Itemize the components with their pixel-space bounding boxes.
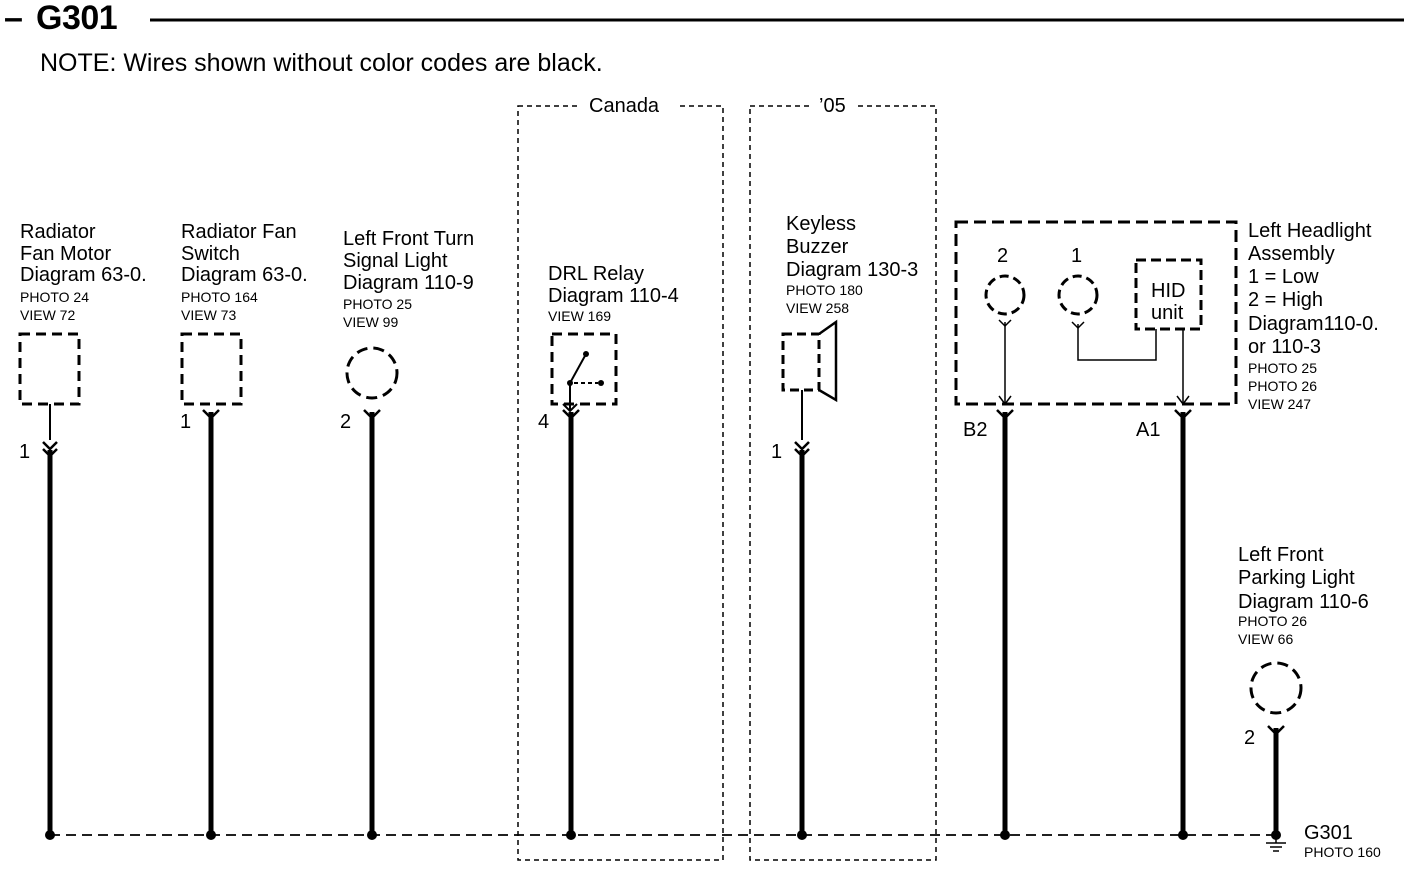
- headlight-photo1[interactable]: PHOTO 25: [1248, 360, 1317, 376]
- radiator-fan-switch-view[interactable]: VIEW 73: [181, 307, 237, 323]
- keyless-buzzer-diagram[interactable]: Diagram 130-3: [786, 259, 919, 281]
- radiator-fan-switch-name1: Radiator Fan: [181, 221, 297, 243]
- ground-name: G301: [1304, 822, 1353, 844]
- title-dash: –: [4, 0, 23, 37]
- page-title: G301: [36, 0, 118, 37]
- turn-signal-photo[interactable]: PHOTO 25: [343, 296, 412, 312]
- hid-unit-label2: unit: [1151, 302, 1184, 324]
- headlight-name2: Assembly: [1248, 243, 1335, 265]
- turn-signal-name2: Signal Light: [343, 250, 448, 272]
- ground-photo[interactable]: PHOTO 160: [1304, 844, 1381, 860]
- ground-symbol: [1266, 835, 1286, 852]
- keyless-buzzer-name2: Buzzer: [786, 236, 849, 258]
- headlight-photo2[interactable]: PHOTO 26: [1248, 378, 1317, 394]
- radiator-fan-motor-name1: Radiator: [20, 221, 96, 243]
- turn-signal-diagram[interactable]: Diagram 110-9: [343, 272, 474, 294]
- headlight-high-bulb: [984, 274, 1026, 316]
- parking-light-view[interactable]: VIEW 66: [1238, 631, 1294, 647]
- radiator-fan-switch-photo[interactable]: PHOTO 164: [181, 289, 258, 305]
- drl-relay-symbol: [550, 332, 618, 406]
- parking-light-diagram[interactable]: Diagram 110-6: [1238, 591, 1369, 613]
- keyless-buzzer-pin: 1: [771, 441, 783, 463]
- parking-light-name1: Left Front: [1238, 544, 1324, 566]
- turn-signal-pin: 2: [340, 411, 352, 433]
- keyless-buzzer-symbol: [781, 332, 821, 392]
- hid-unit-label1: HID: [1151, 280, 1186, 302]
- canada-region-label: Canada: [589, 95, 660, 117]
- turn-signal-view[interactable]: VIEW 99: [343, 314, 399, 330]
- parking-light-photo[interactable]: PHOTO 26: [1238, 613, 1307, 629]
- parking-light-bulb-symbol: [1249, 661, 1303, 715]
- headlight-pin-a1: A1: [1136, 419, 1161, 441]
- radiator-fan-switch-symbol: [180, 332, 243, 406]
- radiator-fan-motor-photo[interactable]: PHOTO 24: [20, 289, 89, 305]
- keyless-buzzer-photo[interactable]: PHOTO 180: [786, 282, 863, 298]
- headlight-assembly-box: [954, 220, 1238, 406]
- headlight-diagram[interactable]: Diagram110-0.: [1248, 313, 1379, 335]
- headlight-low-bulb: [1057, 274, 1099, 316]
- radiator-fan-motor-name2: Fan Motor: [20, 243, 112, 265]
- radiator-fan-switch-diagram[interactable]: Diagram 63-0.: [181, 264, 308, 286]
- hid-unit-box: [1134, 258, 1203, 331]
- headlight-high-bulb-number: 2: [997, 245, 1009, 267]
- radiator-fan-switch-name2: Switch: [181, 243, 240, 265]
- turn-signal-bulb-symbol: [345, 346, 399, 400]
- drl-relay-view[interactable]: VIEW 169: [548, 308, 612, 324]
- parking-light-name2: Parking Light: [1238, 567, 1355, 589]
- headlight-pin-b2: B2: [963, 419, 988, 441]
- canada-region-box: [517, 105, 724, 861]
- headlight-name1: Left Headlight: [1248, 220, 1372, 242]
- headlight-view[interactable]: VIEW 247: [1248, 396, 1312, 412]
- radiator-fan-switch-pin: 1: [180, 411, 192, 433]
- radiator-fan-motor-pin: 1: [19, 441, 31, 463]
- headlight-diagram-alt[interactable]: or 110-3: [1248, 336, 1322, 358]
- drl-relay-pin: 4: [538, 411, 550, 433]
- keyless-buzzer-view[interactable]: VIEW 258: [786, 300, 850, 316]
- year-region-label: ’05: [819, 95, 846, 117]
- headlight-legend-high: 2 = High: [1248, 289, 1324, 311]
- parking-light-pin: 2: [1244, 727, 1256, 749]
- drl-relay-name: DRL Relay: [548, 263, 644, 285]
- radiator-fan-motor-symbol: [18, 332, 81, 406]
- color-code-note: NOTE: Wires shown without color codes ar…: [40, 49, 603, 77]
- keyless-buzzer-name1: Keyless: [786, 213, 857, 235]
- turn-signal-name1: Left Front Turn: [343, 228, 475, 250]
- headlight-legend-low: 1 = Low: [1248, 266, 1319, 288]
- headlight-low-bulb-number: 1: [1071, 245, 1083, 267]
- radiator-fan-motor-view[interactable]: VIEW 72: [20, 307, 76, 323]
- radiator-fan-motor-diagram[interactable]: Diagram 63-0.: [20, 264, 147, 286]
- drl-relay-diagram[interactable]: Diagram 110-4: [548, 285, 679, 307]
